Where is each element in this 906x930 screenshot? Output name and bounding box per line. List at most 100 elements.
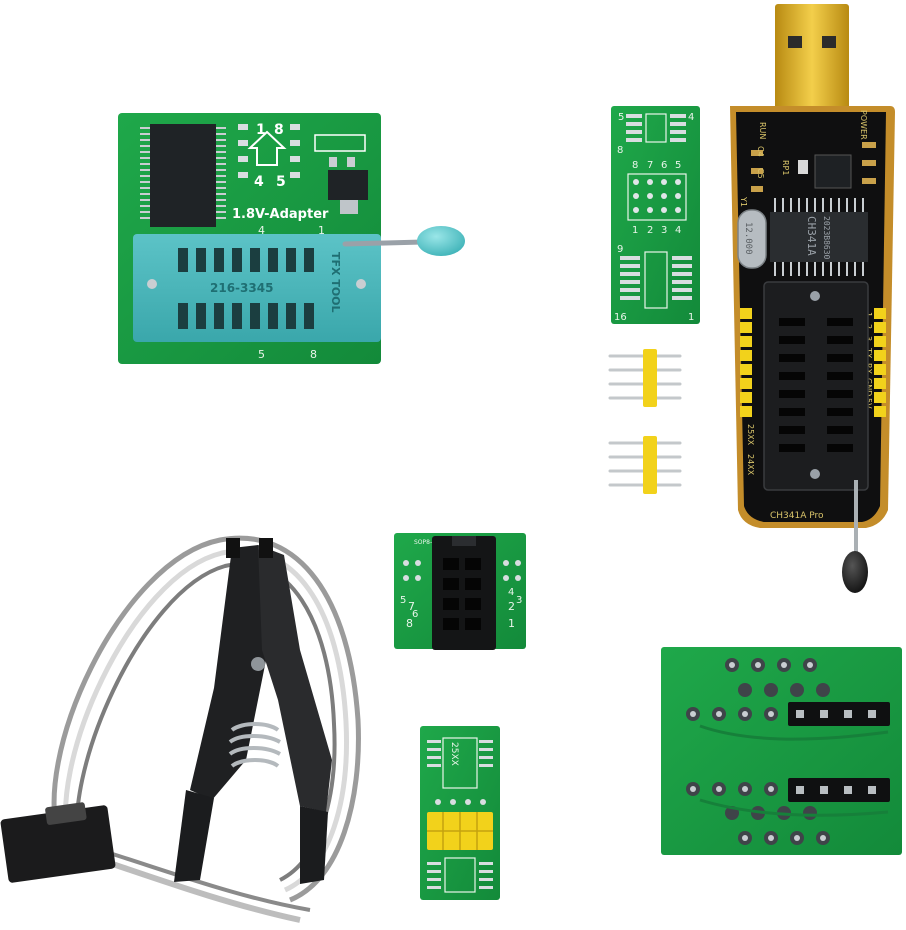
soic-hdr-8: 8 (632, 160, 638, 171)
usb-plug[interactable] (775, 4, 849, 114)
sop8-pin-3: 3 (516, 595, 522, 606)
soic-top-pin-5: 5 (618, 112, 624, 123)
sop8-pin-1: 1 (508, 617, 515, 630)
socket-screw-right (356, 279, 366, 289)
soic-hdr-5: 5 (675, 160, 681, 171)
large-adapter-header-bottom-pins (796, 786, 876, 794)
large-adapter-hole-rings (690, 662, 826, 841)
pin-label-8: 8 (274, 122, 284, 138)
sop8-pin-7: 7 (408, 600, 415, 613)
crystal-oscillator (737, 209, 767, 269)
ch341a-chip-pins (774, 198, 864, 276)
smd-components (751, 142, 876, 192)
socket-part-number: 216-3345 (210, 281, 273, 295)
clip-spring (228, 722, 281, 768)
regulator-outline (314, 134, 366, 152)
small-chip (814, 154, 852, 189)
programmer-zif-socket (763, 281, 869, 491)
soic-test-clip (0, 535, 361, 923)
label-y1: Y1 (739, 196, 748, 207)
lever-knob[interactable] (417, 226, 465, 256)
adapter-25xx-header-divisions (427, 812, 493, 850)
label-25xx: 25XX (746, 424, 755, 446)
soic-hdr-7: 7 (647, 160, 653, 171)
adapter-title: 1.8V-Adapter (232, 207, 329, 222)
soic-pcb (611, 106, 700, 324)
edge-label-4: 4 (258, 224, 265, 237)
socket-brand: TFX TOOL (329, 252, 342, 313)
ch341a-chip-code: 2023B8630 (822, 216, 831, 260)
label-c5: C5 (756, 168, 765, 179)
soic-hdr-3: 3 (661, 225, 667, 236)
pin-header-1 (608, 349, 682, 407)
soic-side-16: 16 (614, 312, 627, 323)
zif-socket-slots (178, 248, 314, 329)
adapter-chip (150, 124, 216, 227)
clip-handle-left[interactable] (174, 790, 214, 882)
large-adapter-header-top-pins (796, 710, 876, 718)
large-adapter-header-top (788, 702, 890, 726)
soic-side-8: 8 (617, 145, 623, 156)
sop8-connector (432, 536, 496, 650)
sop8-side-pads (403, 560, 521, 581)
edge-label-5: 5 (258, 348, 265, 361)
clip-pivot (251, 657, 265, 671)
label-24xx: 24XX (746, 454, 755, 476)
sop8-pin-4: 4 (508, 587, 514, 598)
soic-bottom-pads (620, 256, 692, 300)
zif-socket (133, 234, 381, 342)
ch341a-programmer: RUN POWER C4 C5 RP1 Y1 12.000 (730, 4, 895, 593)
edge-label-1: 1 (318, 224, 325, 237)
large-adapter-back (661, 647, 902, 855)
soic-top-pin-4: 4 (688, 112, 694, 123)
soic-side-9: 9 (617, 244, 623, 255)
adapter-25xx-label: 25XX (449, 742, 459, 766)
crystal-label: 12.000 (743, 222, 753, 255)
adapter-25xx: 25XX (420, 726, 500, 900)
adapter-pads (238, 124, 300, 178)
programmer-lever-knob[interactable] (842, 551, 868, 593)
sop8-connector-pins (443, 558, 481, 630)
label-c4: C4 (756, 146, 765, 157)
pin-label-5: 5 (276, 174, 286, 190)
soic-hdr-2: 2 (647, 225, 653, 236)
programmer-left-headers (740, 308, 752, 417)
edge-label-8: 8 (310, 348, 317, 361)
sop8-pin-6: 6 (412, 609, 418, 620)
label-run: RUN (758, 122, 767, 139)
soic-top-pads (626, 114, 686, 142)
sop8-pin-2: 2 (508, 600, 515, 613)
programmer-socket-slots (779, 318, 853, 452)
soic-hdr-4: 4 (675, 225, 681, 236)
large-adapter-pcb (661, 647, 902, 855)
label-power: POWER (859, 110, 868, 140)
cable-loop-outer (51, 535, 361, 903)
soic-hdr-6: 6 (661, 160, 667, 171)
soic-hdr-1: 1 (632, 225, 638, 236)
sop8-label: SOP8-1.5 (414, 539, 442, 546)
adapter-1-8v-board: 1 8 4 5 1.8V-Adapter 4 1 5 8 216-3345 TF… (118, 113, 465, 364)
cable-connector (0, 805, 116, 883)
pin-label-1: 1 (256, 122, 266, 138)
pin-header-2 (608, 436, 682, 494)
adapter-chip-pins (140, 127, 226, 219)
socket-screw-left (147, 279, 157, 289)
pin-label-4: 4 (254, 174, 264, 190)
sop8-adapter: SOP8-1.5 5 6 7 8 4 3 2 1 (394, 533, 526, 650)
adapter-25xx-pads-top (427, 740, 493, 767)
voltage-regulator (328, 170, 368, 200)
clip-jaw-right[interactable] (258, 545, 332, 812)
large-adapter-header-bottom (788, 778, 890, 802)
arrow-up-icon (247, 130, 287, 166)
socket-lever[interactable] (342, 239, 426, 247)
soic-header-holes (633, 179, 681, 213)
sop8-pin-8: 8 (406, 617, 413, 630)
clip-handle-right[interactable] (300, 806, 328, 884)
ch341a-chip-label: CH341A (805, 216, 818, 256)
label-rp1: RP1 (781, 160, 790, 175)
adapter-25xx-pads-bottom (427, 862, 493, 889)
adapter-25xx-holes (435, 799, 486, 805)
soic-adapter-board: 5 4 8 7 6 5 1 2 3 4 8 9 16 1 (611, 106, 700, 324)
programmer-model: CH341A Pro (770, 511, 824, 521)
